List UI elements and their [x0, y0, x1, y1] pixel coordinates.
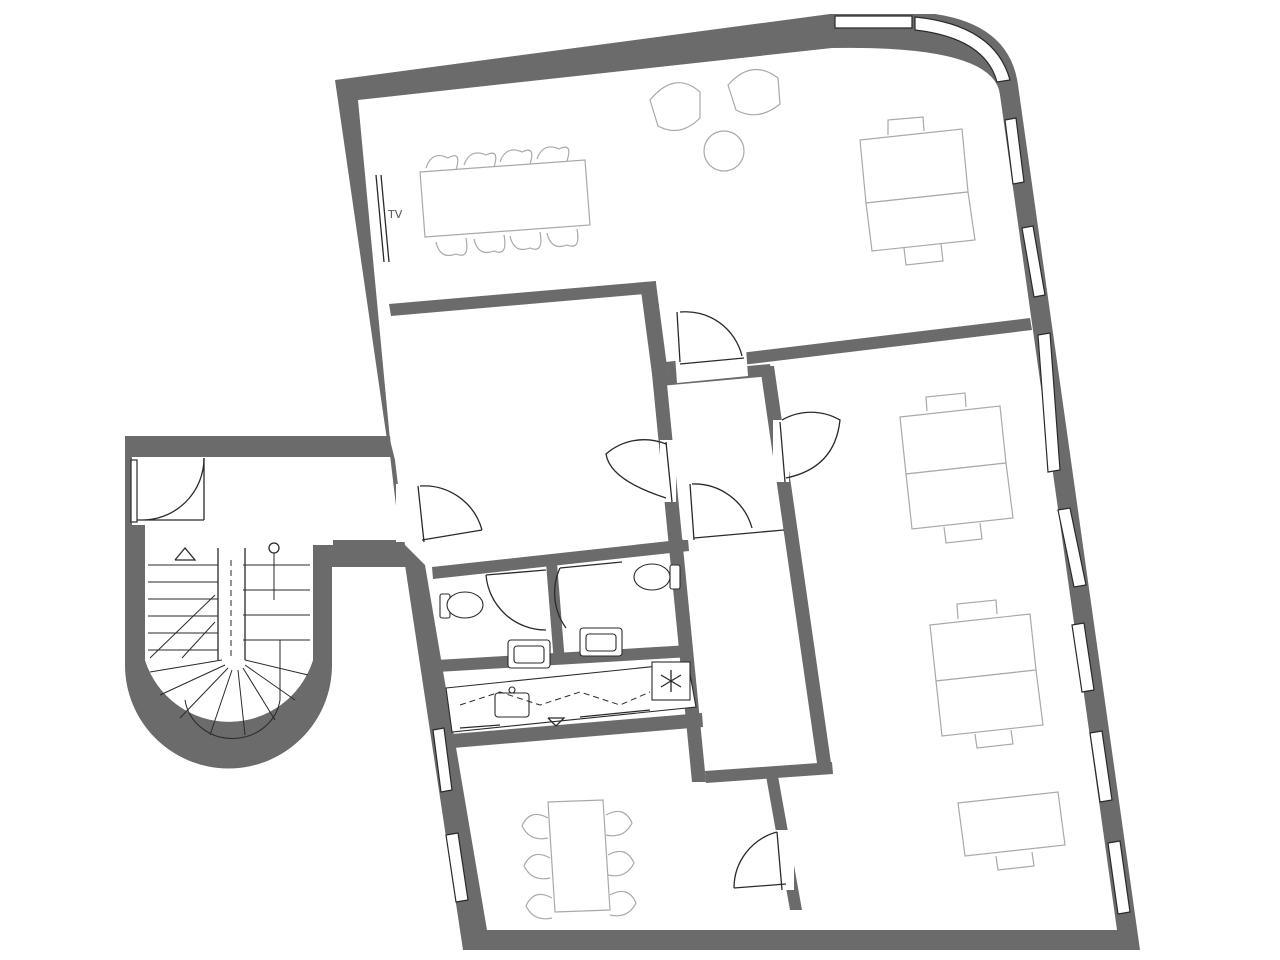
toilet-left	[439, 591, 484, 619]
stair-treads	[148, 542, 310, 740]
asterisk-icon	[660, 670, 682, 692]
conference-area: TV	[375, 69, 976, 266]
wc-fixtures	[439, 563, 681, 669]
east-office-desks	[899, 392, 1066, 871]
windows	[432, 15, 1131, 915]
tv-label: TV	[387, 208, 403, 221]
lounge-chairs	[649, 69, 781, 172]
kitchenette	[445, 661, 697, 733]
stair-tower	[125, 436, 407, 769]
door-kitchen[interactable]	[733, 830, 794, 891]
hob	[651, 661, 691, 701]
door-hall-inner[interactable]	[683, 480, 785, 541]
desk-pair-north	[859, 116, 976, 266]
door-wc-left[interactable]	[485, 569, 547, 631]
door-office-a-hall[interactable]	[605, 439, 676, 503]
stair-door[interactable]	[130, 457, 205, 523]
kitchen-dining	[521, 799, 637, 920]
toilet-right	[633, 563, 681, 591]
conference-chairs	[425, 146, 579, 257]
sink-right	[579, 627, 623, 657]
doors	[396, 311, 841, 891]
door-office-a[interactable]	[396, 484, 483, 543]
conference-table	[419, 159, 591, 238]
door-east-office[interactable]	[773, 411, 841, 483]
door-meeting-hall[interactable]	[675, 311, 748, 383]
kitchen-table	[547, 799, 611, 913]
door-wc-right[interactable]	[553, 561, 623, 629]
kitchen-chairs	[521, 810, 637, 920]
coffee-table	[703, 130, 745, 172]
kitchen-sink	[494, 692, 530, 718]
sink-left	[507, 639, 551, 669]
